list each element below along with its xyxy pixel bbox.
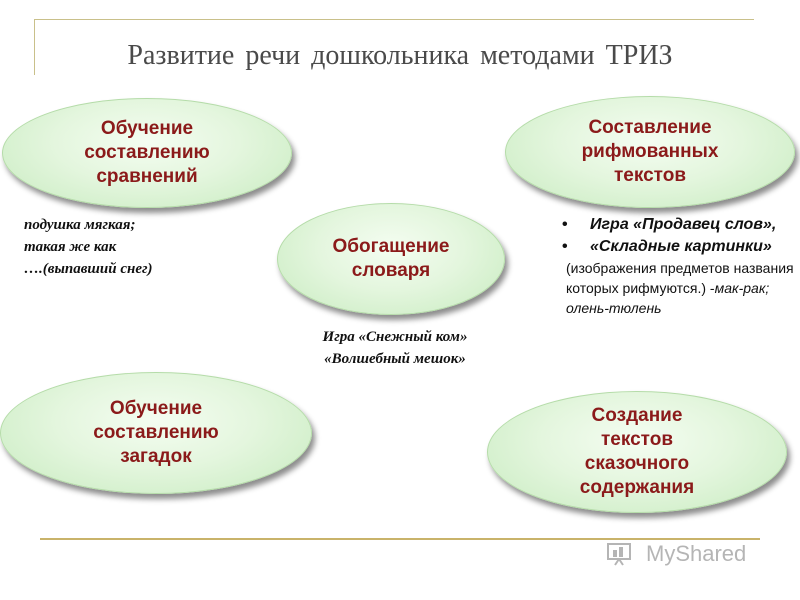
rhyme-desc-plain: (изображения предметов названия которых … (566, 260, 794, 296)
vocabulary-game-line: «Волшебный мешок» (324, 351, 466, 367)
top-frame-line (34, 19, 754, 20)
comparison-example-line: такая же как (24, 239, 117, 255)
list-item: • «Складные картинки» (562, 236, 798, 258)
comparison-example-line: подушка мягкая; (24, 217, 136, 233)
bottom-rule (40, 538, 760, 540)
watermark-text: MyShared (646, 541, 747, 566)
bullet-icon: • (562, 216, 568, 233)
oval-rhymed-texts: Составление рифмованных текстов (505, 96, 795, 208)
rhyme-desc-italic: мак-рак; олень-тюлень (566, 280, 770, 316)
left-frame-line (34, 19, 35, 75)
oval-riddles: Обучение составлению загадок (0, 372, 312, 494)
oval-vocabulary: Обогащение словаря (277, 203, 505, 315)
vocabulary-games: Игра «Снежный ком» «Волшебный мешок» (270, 326, 520, 370)
rhyme-game-label: Игра «Продавец слов», (590, 216, 777, 233)
bullet-icon: • (562, 238, 568, 255)
oval-fairy-texts: Создание текстов сказочного содержания (487, 391, 787, 513)
list-item: • Игра «Продавец слов», (562, 214, 798, 236)
presentation-board-icon (606, 542, 640, 566)
vocabulary-game-line: Игра «Снежный ком» (322, 329, 468, 345)
slide-title: Развитие речи дошкольника методами ТРИЗ (127, 40, 673, 71)
comparison-example-line: ….(выпавший снег) (24, 261, 153, 277)
oval-comparisons: Обучение составлению сравнений (2, 98, 292, 208)
watermark: MyShared (606, 540, 746, 568)
rhyme-game-label: «Складные картинки» (590, 238, 772, 255)
comparison-example: подушка мягкая; такая же как ….(выпавший… (24, 214, 284, 280)
rhyme-games-list: • Игра «Продавец слов», • «Складные карт… (562, 214, 798, 258)
rhyme-game-description: (изображения предметов названия которых … (562, 258, 798, 318)
rhyme-games: • Игра «Продавец слов», • «Складные карт… (562, 214, 798, 318)
